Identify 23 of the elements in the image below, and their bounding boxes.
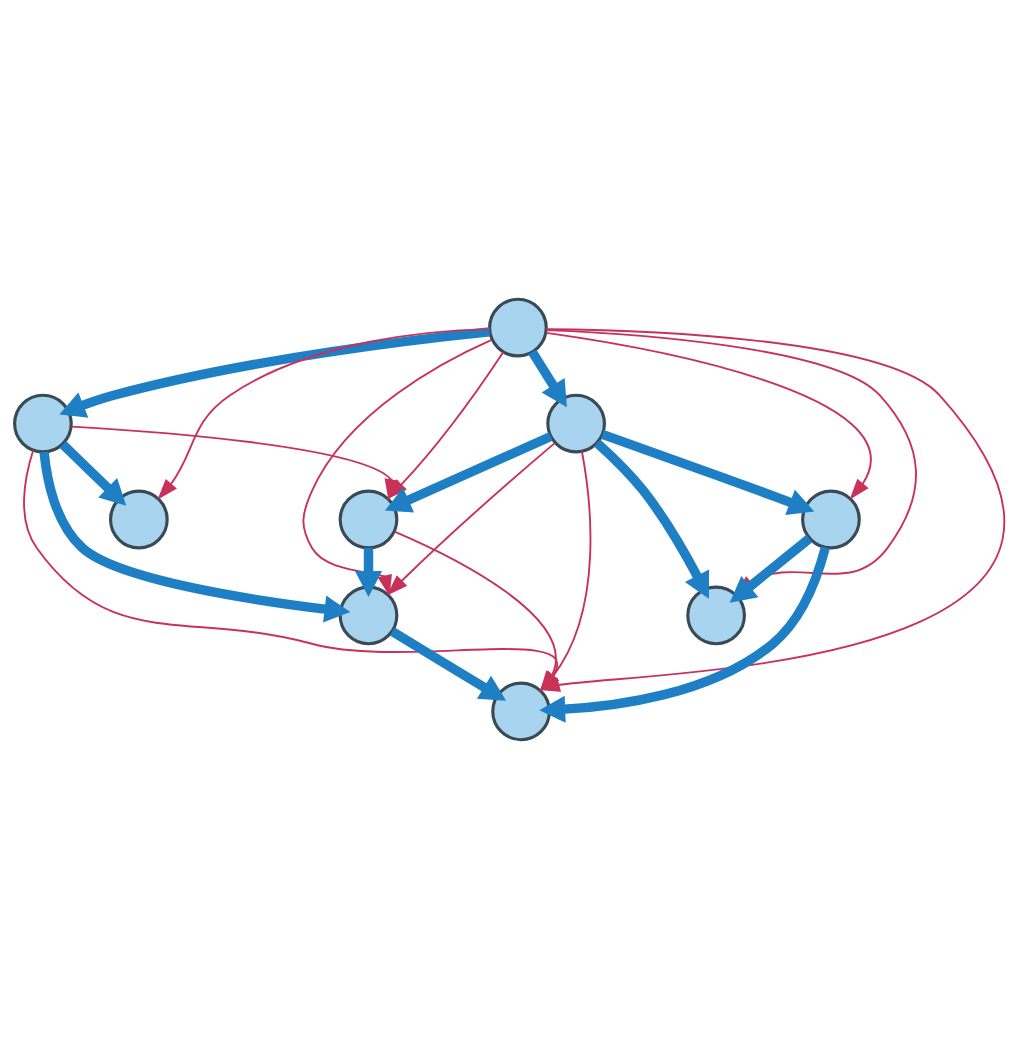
arrow	[39, 451, 351, 623]
arrow	[23, 449, 559, 692]
node-circle	[546, 393, 606, 454]
arrow	[59, 440, 127, 506]
arrow	[729, 534, 813, 603]
node-circle	[338, 489, 399, 550]
node-circle	[338, 585, 399, 646]
node-circle	[801, 489, 861, 550]
arrow	[393, 530, 559, 692]
arrow	[70, 425, 400, 501]
arrow	[600, 429, 815, 516]
node-circle	[488, 297, 548, 358]
arrow	[354, 547, 383, 597]
arrow	[528, 349, 567, 408]
arrow	[389, 627, 507, 701]
node-circle	[13, 393, 73, 454]
arrow	[59, 327, 491, 418]
arrow	[593, 439, 710, 599]
arrow	[302, 338, 493, 597]
node-circle	[686, 585, 746, 646]
arrow	[545, 331, 872, 500]
node-circle	[491, 681, 551, 742]
node-circle	[108, 489, 169, 550]
